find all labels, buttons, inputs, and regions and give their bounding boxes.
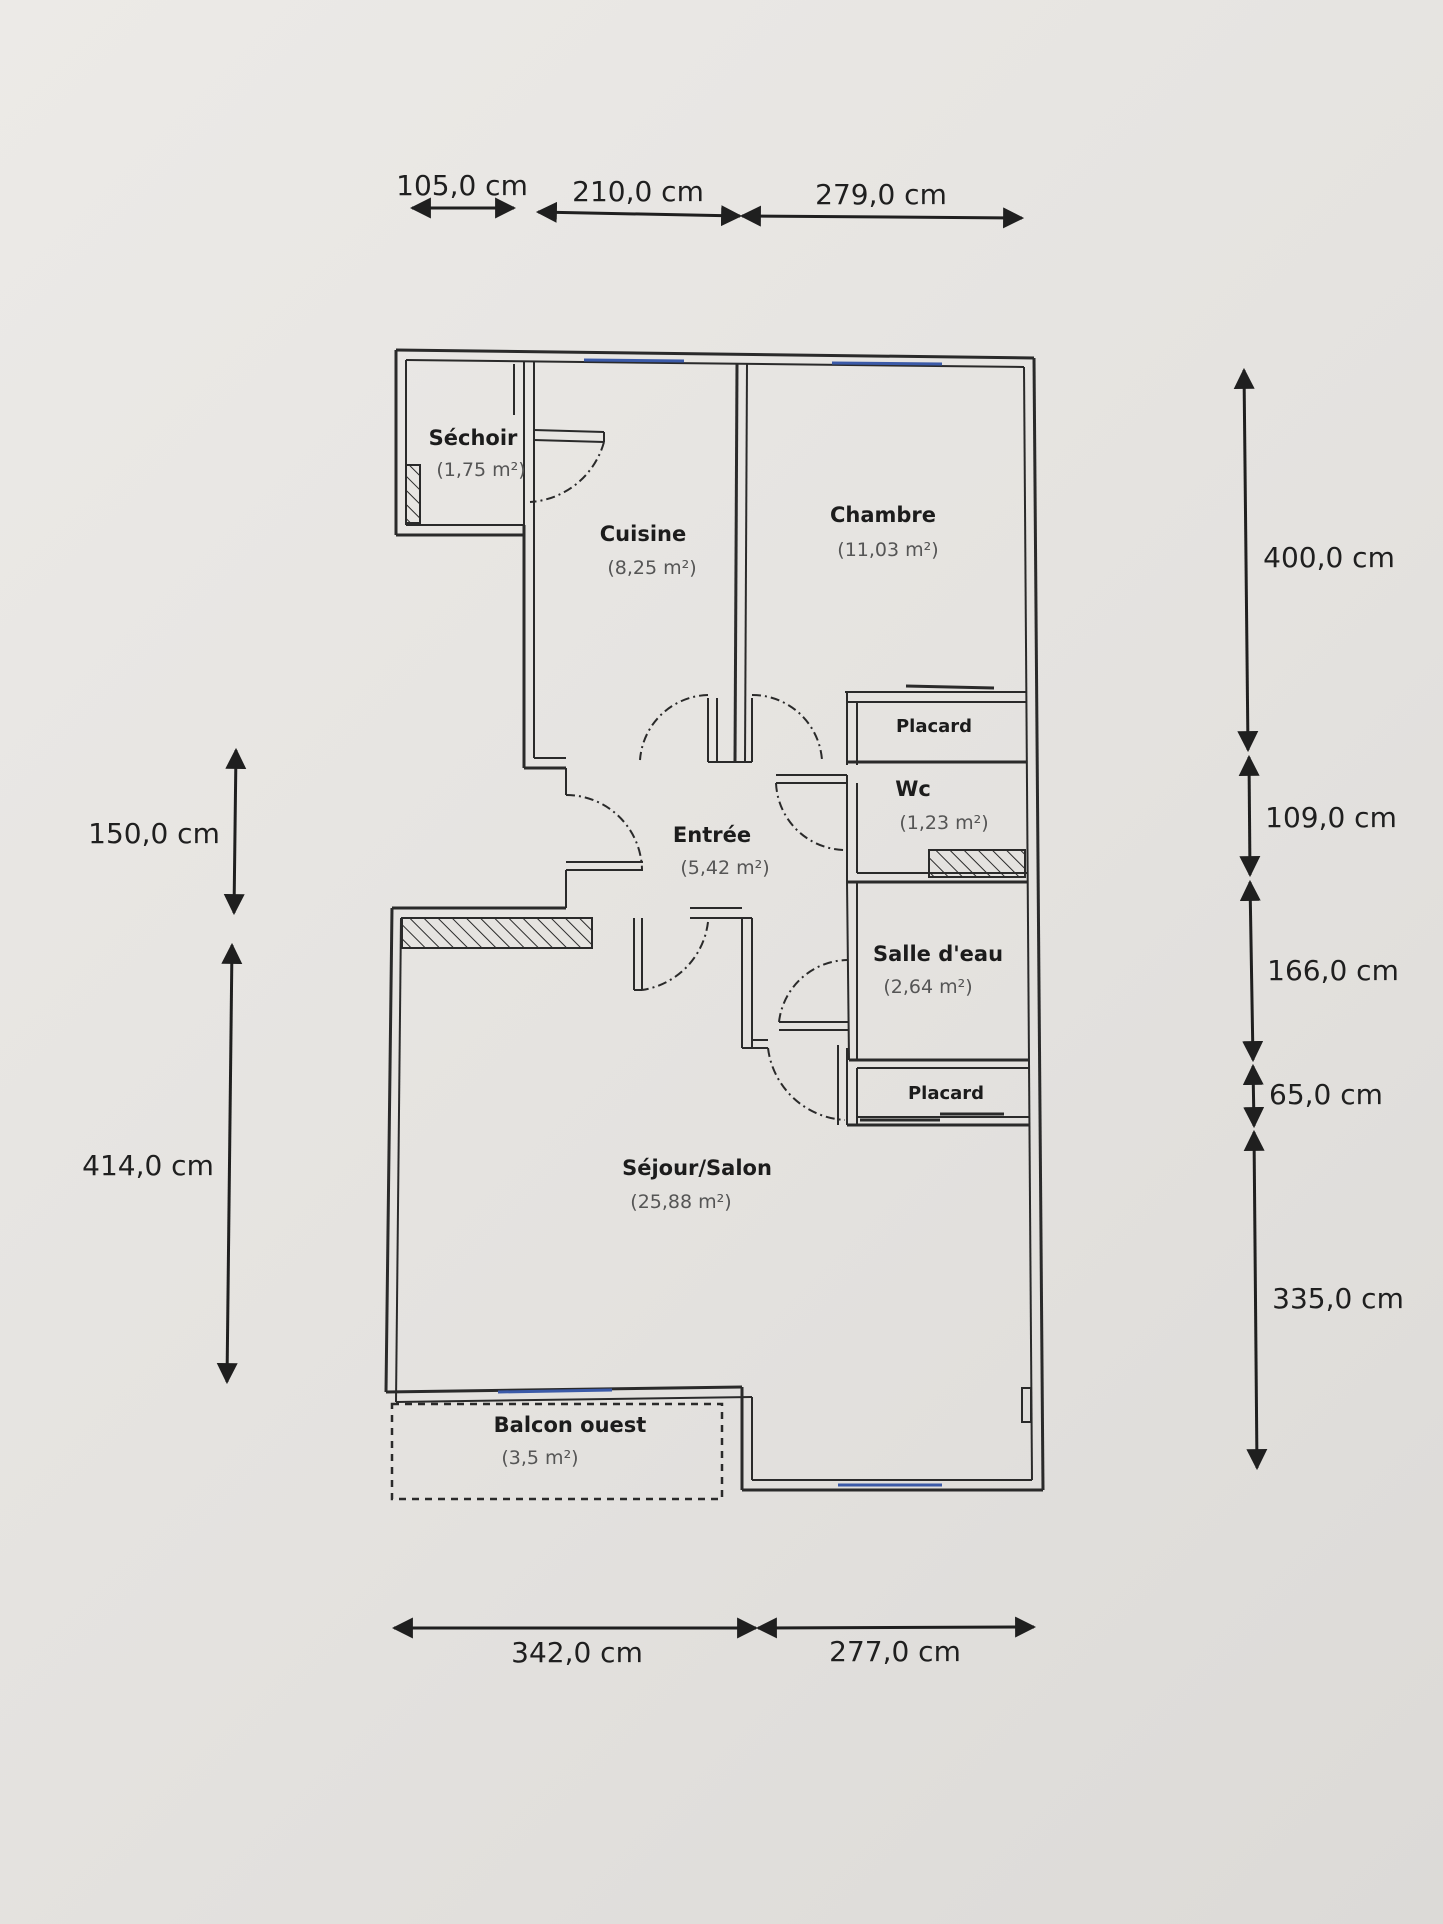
dim-right-4: 65,0 cm — [1269, 1078, 1383, 1111]
balcony-outline — [390, 1402, 724, 1501]
door-entree — [565, 794, 643, 871]
room-chambre-area: (11,03 m²) — [837, 539, 938, 561]
room-balcon-name: Balcon ouest — [494, 1413, 647, 1437]
door-chambre — [751, 693, 823, 761]
dimension-labels: 105,0 cm 210,0 cm 279,0 cm 150,0 cm 414,… — [82, 169, 1404, 1669]
room-wc-area: (1,23 m²) — [899, 812, 988, 834]
dimension-lines — [216, 197, 1268, 1639]
dim-left-2: 414,0 cm — [82, 1149, 214, 1182]
dim-arrow-left-2 — [216, 942, 243, 1385]
dim-arrow-top-3 — [739, 205, 1025, 229]
dim-arrow-left-1 — [223, 747, 247, 916]
dim-arrow-right-2 — [1238, 754, 1261, 878]
placard-sliders — [860, 684, 1004, 1122]
room-labels: Séchoir (1,75 m²) Cuisine (8,25 m²) Cham… — [429, 426, 1003, 1469]
window-cuisine — [583, 358, 685, 363]
hatch-wc — [928, 849, 1026, 878]
room-cuisine-area: (8,25 m²) — [607, 557, 696, 579]
dim-bottom-1: 342,0 cm — [511, 1636, 643, 1669]
dim-arrow-top-2 — [535, 201, 743, 227]
room-placard2-name: Placard — [908, 1083, 984, 1104]
window-chambre — [831, 361, 943, 366]
door-wc — [775, 782, 847, 852]
room-cuisine-name: Cuisine — [600, 522, 686, 546]
hatched-elements — [401, 464, 1026, 949]
dim-arrow-right-5 — [1243, 1129, 1268, 1471]
window-sejour-balcon — [497, 1388, 613, 1394]
hatch-sechoir — [405, 464, 421, 524]
room-placard1-name: Placard — [896, 716, 972, 737]
room-salle-name: Salle d'eau — [873, 942, 1003, 966]
room-entree-name: Entrée — [673, 823, 751, 847]
dim-right-5: 335,0 cm — [1272, 1282, 1404, 1315]
dim-right-3: 166,0 cm — [1267, 954, 1399, 987]
window-sejour-right — [1021, 1387, 1032, 1423]
hatch-sejour — [401, 917, 593, 949]
room-balcon-area: (3,5 m²) — [501, 1447, 578, 1469]
dim-top-1: 105,0 cm — [396, 169, 528, 202]
walls — [384, 348, 1045, 1492]
room-salle-area: (2,64 m²) — [883, 976, 972, 998]
door-sechoir — [529, 441, 605, 503]
room-sechoir-name: Séchoir — [429, 426, 518, 450]
room-wc-name: Wc — [895, 777, 931, 801]
windows — [497, 358, 1032, 1487]
dim-top-2: 210,0 cm — [572, 175, 704, 208]
door-cuisine — [639, 694, 709, 761]
door-sejour — [641, 921, 709, 991]
dim-arrow-right-1 — [1233, 367, 1259, 753]
dim-arrow-right-3 — [1239, 879, 1264, 1063]
dim-bottom-2: 277,0 cm — [829, 1635, 961, 1668]
room-chambre-name: Chambre — [830, 503, 936, 527]
room-sechoir-area: (1,75 m²) — [436, 459, 525, 481]
dim-right-1: 400,0 cm — [1263, 541, 1395, 574]
door-swings — [529, 441, 848, 1121]
door-sejour-lower — [767, 1047, 846, 1121]
dim-top-3: 279,0 cm — [815, 178, 947, 211]
dim-right-2: 109,0 cm — [1265, 801, 1397, 834]
room-sejour-area: (25,88 m²) — [630, 1191, 731, 1213]
door-salle-deau — [778, 959, 848, 1023]
dim-arrow-bottom-2 — [755, 1616, 1037, 1639]
dim-arrow-right-4 — [1242, 1063, 1265, 1129]
room-entree-area: (5,42 m²) — [680, 857, 769, 879]
dim-left-1: 150,0 cm — [88, 817, 220, 850]
room-sejour-name: Séjour/Salon — [622, 1156, 772, 1180]
